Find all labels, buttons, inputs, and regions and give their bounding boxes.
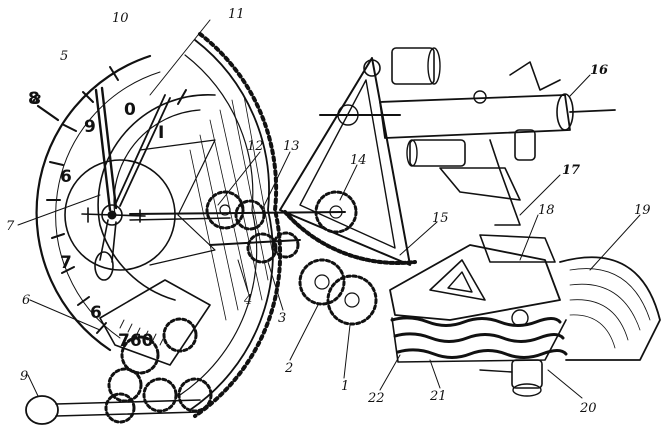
dial-number-8-inner: 6 bbox=[60, 167, 72, 187]
callout-16: 16 bbox=[590, 63, 608, 78]
aneroid-stack bbox=[389, 244, 661, 397]
callout-11: 11 bbox=[228, 7, 245, 22]
sector-lever bbox=[279, 57, 417, 266]
callout-22: 22 bbox=[367, 391, 385, 406]
callout-5: 5 bbox=[60, 49, 68, 64]
callout-21: 21 bbox=[429, 389, 447, 404]
callout-10: 10 bbox=[112, 11, 129, 26]
callout-20: 20 bbox=[579, 401, 597, 416]
callout-14: 14 bbox=[350, 153, 367, 168]
dial-number-9: 9 bbox=[84, 117, 96, 137]
dial-numbers: 0 I 8 9 7 6 760 6 bbox=[28, 89, 164, 351]
dial-number-7: 7 bbox=[60, 253, 72, 273]
adjustment-knob bbox=[25, 395, 201, 425]
callout-7: 7 bbox=[6, 219, 15, 234]
callout-6-top: 6 bbox=[22, 293, 30, 308]
callout-12: 12 bbox=[247, 139, 264, 154]
callout-19: 19 bbox=[634, 203, 651, 218]
callout-13: 13 bbox=[283, 139, 300, 154]
callout-2: 2 bbox=[284, 361, 293, 376]
callout-18: 18 bbox=[538, 203, 555, 218]
callout-17: 17 bbox=[562, 163, 580, 178]
scale-ticks bbox=[46, 66, 187, 334]
callout-1: 1 bbox=[341, 379, 349, 394]
gear-train bbox=[104, 190, 378, 424]
dial-number-0: 0 bbox=[124, 100, 136, 120]
large-gear-rim bbox=[179, 32, 283, 418]
dial-number-8-outer: 8 bbox=[28, 89, 40, 109]
callout-15: 15 bbox=[432, 211, 449, 226]
dial-number-i: I bbox=[158, 123, 164, 143]
callout-9: 9 bbox=[20, 369, 28, 384]
callout-8: 8 bbox=[32, 93, 41, 108]
callout-3: 3 bbox=[278, 311, 286, 326]
dial-assembly bbox=[35, 54, 273, 366]
dial-number-760: 760 bbox=[118, 331, 154, 351]
leader-lines bbox=[17, 19, 641, 399]
dial-number-6: 6 bbox=[90, 303, 102, 323]
callout-4: 4 bbox=[243, 293, 252, 308]
callout-labels: 1 2 3 4 5 6 7 8 9 10 11 12 13 14 15 16 1… bbox=[6, 7, 651, 416]
main-shaft bbox=[379, 47, 616, 263]
